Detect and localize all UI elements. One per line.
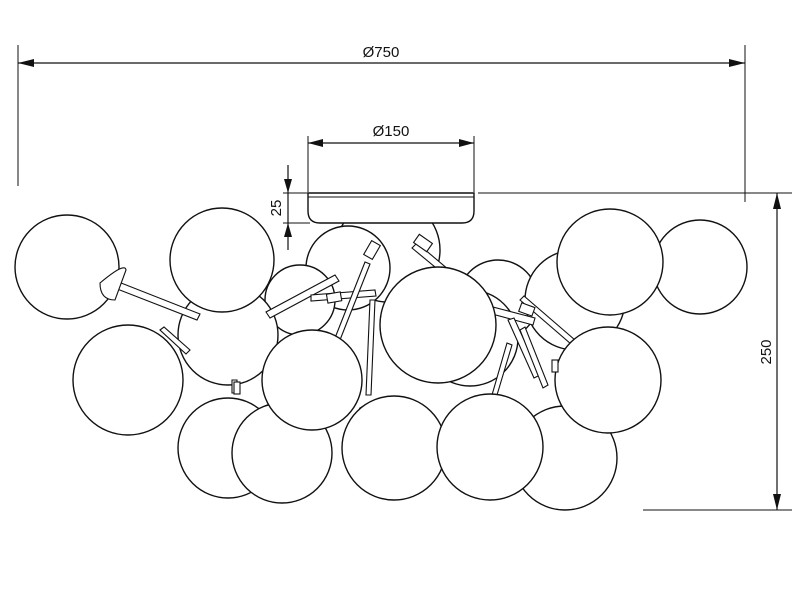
arrow-down-icon [284,179,292,193]
overall-height-label: 250 [758,339,775,364]
globe [379,266,497,384]
ceiling-lamp-drawing [14,192,748,511]
canopy-height-dimension: 25 [268,165,310,250]
globe [652,219,748,315]
globe [14,214,120,320]
arrow-left-icon [308,139,323,147]
arrow-left-icon [18,59,34,67]
canopy-diameter-label: Ø150 [373,123,410,140]
arrow-right-icon [459,139,474,147]
globe [261,329,363,431]
globe [556,208,664,316]
canopy-height-label: 25 [268,200,285,217]
arm [519,326,549,389]
arrow-up-icon [284,223,292,237]
arrow-up-icon [773,193,781,209]
socket-cap [325,291,343,304]
canopy-plate [307,192,475,224]
overall-diameter-label: Ø750 [363,44,400,61]
arm [365,299,376,396]
overall-width-dimension: Ø750 [17,44,746,202]
globe-holder [99,267,127,301]
globe [554,326,662,434]
socket-cap [412,233,434,253]
arm [265,274,340,319]
overall-height-dimension: 250 [478,192,792,511]
arrow-down-icon [773,494,781,510]
socket-cap [518,302,536,317]
globe [436,393,544,501]
globe [341,395,447,501]
canopy-width-dimension: Ø150 [307,123,475,192]
arrow-right-icon [729,59,745,67]
globe [72,324,184,436]
globe-holder [551,359,559,373]
arm [159,326,191,355]
socket-cap [362,239,382,261]
globe [169,207,275,313]
globe-holder [233,381,241,395]
